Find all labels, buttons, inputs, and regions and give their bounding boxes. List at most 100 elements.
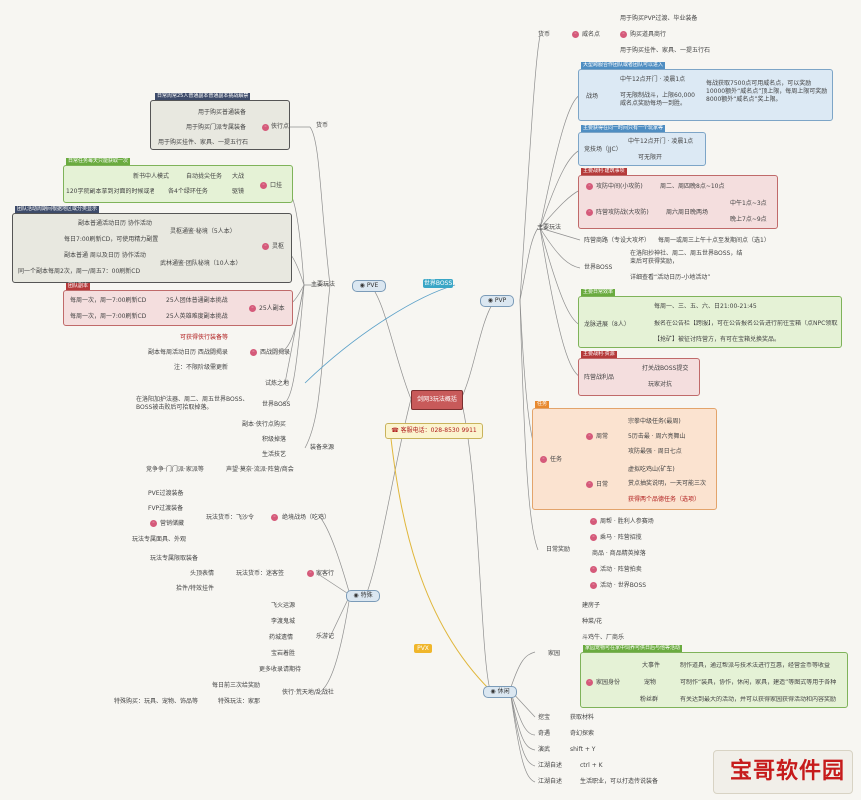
leisure-other-4-a[interactable]: 江湖自述 — [538, 762, 563, 769]
tasks-daily-node[interactable]: 日常 — [596, 481, 609, 488]
leisure-other-3-b: shift + Y — [570, 746, 596, 753]
pvp-arena-node[interactable]: 战场 — [586, 93, 599, 100]
pvp-treasure-node[interactable]: 阵营战利品 — [584, 374, 615, 381]
center-topic[interactable]: 剑网3玩法概括 — [411, 390, 463, 410]
pve-currency-group[interactable]: 货币 — [316, 122, 329, 129]
equip-group[interactable]: 装备来源 — [310, 444, 335, 451]
pve-raid-row1-a: 每周一次，周一7:00刷新CD — [70, 297, 147, 304]
pvp-camp-node[interactable]: 阵营攻防战(大攻防) — [596, 209, 649, 216]
pve-dungeon-node[interactable]: 灵枢 — [272, 243, 285, 250]
pvp-main-group[interactable]: 主要玩法 — [537, 224, 562, 231]
tasks-reward-item-1: 周帮 · 胜利人参赛场 — [600, 518, 654, 525]
pve-raid-node[interactable]: 25人副本 — [259, 305, 285, 312]
pve-currency-node[interactable]: 侠行点 — [271, 123, 290, 130]
pvp-camp-dot2: ◦ — [586, 209, 593, 216]
equip-item-4: 声望·莫奈·流派·阵营/商会 — [226, 466, 294, 473]
pve-dungeon-row1-b: 灵枢通鉴·秘境（5人本） — [170, 228, 236, 235]
watermark-text: 宝哥软件园 — [730, 759, 846, 784]
pve-west-item-1: 可获得侠行装备等 — [180, 334, 229, 341]
pvp-dragon-box — [578, 296, 842, 348]
pvp-boss-row-2: 详细查看“活动日历-小地活动” — [630, 274, 711, 281]
special-wild-group[interactable]: 侠行·荒天地/乱战社 — [282, 689, 334, 696]
leisure-other-2-a[interactable]: 奇遇 — [538, 730, 551, 737]
equip-leftnote: 竞争争·门门派·家派等 — [146, 466, 204, 473]
leisure-house-item-3: 斗鸡牛、厂商乐 — [582, 634, 625, 641]
pve-daily-node[interactable]: 口挂 — [270, 182, 283, 189]
leisure-house-item-1: 建房子 — [582, 602, 601, 609]
pvp-dragon-tag: 主要日常效率 — [581, 289, 616, 296]
site-watermark: 宝哥软件园 — [713, 750, 853, 794]
special-supply-item-1: 玩法专属限取装备 — [150, 555, 199, 562]
leisure-house-group[interactable]: 家园 — [548, 650, 561, 657]
special-supply-node: 玩法货币：迷客签 — [236, 570, 285, 577]
tasks-reward-item-4: 活动 · 阵营拍卖 — [600, 566, 642, 573]
special-wild-node: 特殊玩法：家那 — [218, 698, 261, 705]
pvp-treasure-item-2: 玩家对抗 — [648, 381, 673, 388]
equip-item-2: 积级掉落 — [262, 436, 287, 443]
pvp-currency-group[interactable]: 货币 — [538, 31, 551, 38]
pve-west-node[interactable]: 西战闘揭录 — [260, 349, 291, 356]
pve-daily-box — [63, 165, 293, 203]
branch-pve[interactable]: ◉ PVE — [352, 280, 386, 292]
pvp-camp-box — [578, 175, 778, 229]
equip-item-1: 副本·侠行点购买 — [242, 421, 286, 428]
branch-leisure[interactable]: ◉ 休闲 — [483, 686, 517, 698]
special-battle-item3-dot: ◦ — [150, 520, 157, 527]
special-fun-group[interactable]: 乐游记 — [316, 633, 335, 640]
tasks-reward-group[interactable]: 日常奖励 — [546, 546, 571, 553]
pve-main-group[interactable]: 主要玩法 — [311, 281, 336, 288]
pve-trial[interactable]: 试炼之地 — [265, 380, 290, 387]
pve-daily-row1-a: 新书中人模式 — [133, 173, 170, 180]
leisure-system-row3-b: 有关达到最大的活动，并可以获得家园获得活动和内容奖励 — [680, 696, 837, 703]
pve-icon: ◉ — [359, 282, 367, 289]
tasks-reward-dot-4: ◦ — [590, 566, 597, 573]
branch-pvp[interactable]: ◉ PVP — [480, 295, 514, 307]
tasks-weekly-node[interactable]: 周常 — [596, 433, 609, 440]
pvp-dragon-row-2: 报名在公告栏【跨服】，可在公告报名公告进行前往宝箱（点NPC领取） — [654, 320, 838, 327]
tasks-box — [532, 408, 717, 510]
pvp-boss-row-1: 在洛阳抄神社、周二、周五世界BOSS，结束后可获得奖励， — [630, 250, 743, 265]
pve-currency-tag: 日常周常25人普通副本普通副本挑战解禁 — [155, 93, 251, 100]
pve-west-dot: ◦ — [250, 349, 257, 356]
pve-raid-row2-b: 25人英雄难度副本挑战 — [166, 313, 228, 320]
leisure-system-row2-b: 可制作“装具，协作，休闲，家具，建造”等图式等用于各种 — [680, 679, 837, 686]
leisure-other-5-a[interactable]: 江湖自述 — [538, 778, 563, 785]
pvp-jjc-node[interactable]: 竞技场（JJC） — [584, 146, 622, 153]
pvp-boss-node[interactable]: 世界BOSS — [584, 264, 613, 271]
pve-raid-dot: ◦ — [249, 305, 256, 312]
tasks-group[interactable]: 任务 — [550, 456, 563, 463]
leisure-system-tag: 家园宠物可在家中饲养可供日后与他等活动 — [583, 645, 683, 652]
pvp-camp-row-2: 周二、周四晚8点~10点 — [660, 183, 725, 190]
special-battle-item-4: 玩法专属面具、外观 — [132, 536, 187, 543]
leisure-system-node[interactable]: 家园身份 — [596, 679, 621, 686]
special-supply-group[interactable]: 家客行 — [316, 570, 335, 577]
pve-daily-row2-a: 120学院副本拿到对面的时候或者几种剧情方式的比较前 — [66, 188, 154, 195]
pvp-camp-tag: 主要战利·建筑事项 — [581, 168, 627, 175]
pve-dungeon-row3-a: 副本普通 周以及日历 协作活动 — [64, 252, 146, 259]
pve-daily-dot: ◦ — [260, 182, 267, 189]
pve-daily-tag: 日常任务每天只能获取一次 — [66, 158, 131, 165]
special-supply-item-3: 拾件/特效挂件 — [176, 585, 215, 592]
leisure-other-1-a[interactable]: 挖宝 — [538, 714, 551, 721]
branch-special[interactable]: ◉ 特殊 — [346, 590, 380, 602]
pve-west-item-2: 副本每周活动日历 西战闘揭录 — [148, 349, 228, 356]
equip-item-3: 生活技艺 — [262, 451, 287, 458]
tasks-daily-dot: ◦ — [586, 481, 593, 488]
pvp-camp-item3[interactable]: 阵营商路（专设大攻坏） — [584, 237, 651, 244]
pve-currency-item-2: 用于购买门派专属装备 — [186, 124, 247, 131]
tasks-daily-item-2: 赏点抽奖说明，一天可能三次 — [628, 480, 707, 487]
pvp-dragon-node[interactable]: 龙脉进展（8人） — [584, 321, 630, 328]
pve-dungeon-box — [12, 213, 292, 283]
pve-raid-tag: 团队副本 — [66, 283, 91, 290]
leisure-other-5-b: 生活职业，可以打造传说装备 — [580, 778, 659, 785]
tasks-reward-dot-1: ◦ — [590, 518, 597, 525]
pve-dungeon-row1-a: 副本普通活动日历 协作活动 — [78, 220, 152, 227]
pvp-fame-node[interactable]: 威名点 — [582, 31, 601, 38]
pvp-fame-dot: ◦ — [572, 31, 579, 38]
leisure-other-3-a[interactable]: 演武 — [538, 746, 551, 753]
pve-west-item-3: 注：不限阶级需更新 — [174, 364, 229, 371]
special-battle-group[interactable]: 绝境战场（吃鸡） — [282, 514, 331, 521]
pve-boss-node[interactable]: 世界BOSS — [262, 401, 291, 408]
tasks-daily-red: 获得两个品德任务（选项） — [628, 496, 701, 503]
